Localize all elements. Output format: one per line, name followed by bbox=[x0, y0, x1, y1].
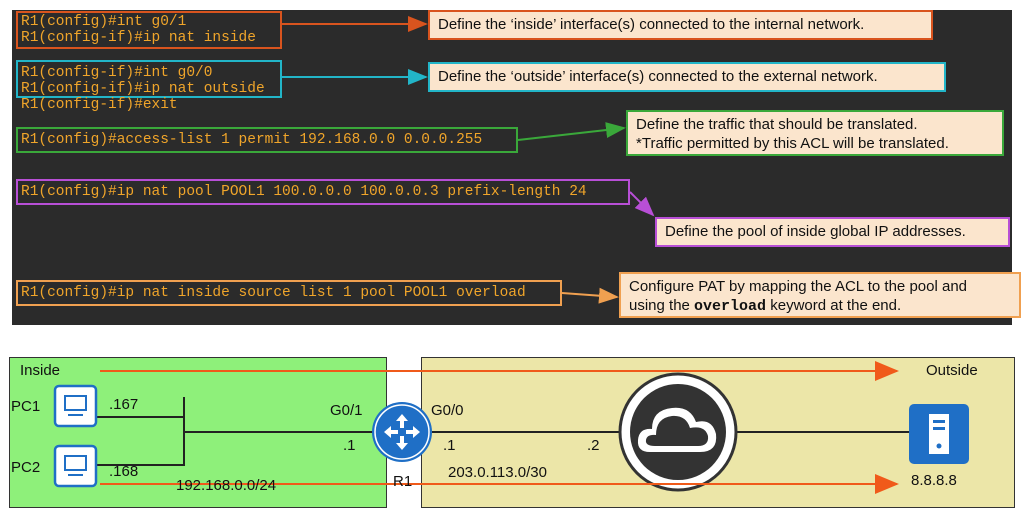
inside-config-box bbox=[16, 11, 282, 49]
note-pat-line2: using the overload keyword at the end. bbox=[629, 296, 1011, 316]
cmd-nat-pool: R1(config)#ip nat pool POOL1 100.0.0.0 1… bbox=[21, 184, 587, 200]
server-icon bbox=[909, 404, 969, 464]
cmd-nat-outside: R1(config-if)#ip nat outside bbox=[21, 81, 265, 97]
note-acl-line1: Define the traffic that should be transl… bbox=[636, 116, 918, 133]
arrow-acl bbox=[517, 122, 626, 141]
outside-label: Outside bbox=[926, 362, 978, 379]
note-pool: Define the pool of inside global IP addr… bbox=[655, 217, 1010, 247]
note-inside-text: Define the ‘inside’ interface(s) connect… bbox=[438, 16, 865, 33]
isp-ip: .2 bbox=[587, 437, 600, 454]
pat-config-box bbox=[16, 280, 562, 306]
router-icon bbox=[372, 402, 432, 462]
note-acl: Define the traffic that should be transl… bbox=[626, 110, 1004, 156]
r1-inside-ip: .1 bbox=[343, 437, 356, 454]
pc1-icon bbox=[53, 384, 98, 428]
note-pool-text: Define the pool of inside global IP addr… bbox=[665, 223, 966, 240]
server-ip: 8.8.8.8 bbox=[911, 472, 957, 489]
r1-g00-label: G0/0 bbox=[431, 402, 464, 419]
wan-subnet: 203.0.113.0/30 bbox=[448, 464, 547, 481]
pc1-label: PC1 bbox=[11, 398, 41, 415]
arrow-pool bbox=[629, 191, 655, 217]
note-pat: Configure PAT by mapping the ACL to the … bbox=[619, 272, 1021, 318]
cmd-int-g00: R1(config-if)#int g0/0 bbox=[21, 65, 213, 81]
cmd-int-g01: R1(config)#int g0/1 bbox=[21, 14, 187, 30]
cmd-nat-pat: R1(config)#ip nat inside source list 1 p… bbox=[21, 285, 526, 301]
note-outside: Define the ‘outside’ interface(s) connec… bbox=[428, 62, 946, 92]
pc1-ip: .167 bbox=[109, 396, 139, 413]
lan-subnet: 192.168.0.0/24 bbox=[176, 477, 277, 494]
acl-config-box bbox=[16, 127, 518, 153]
pc2-ip: .168 bbox=[109, 463, 139, 480]
cmd-exit: R1(config-if)#exit bbox=[21, 97, 178, 113]
r1-outside-ip: .1 bbox=[443, 437, 456, 454]
note-pat-pre: using the bbox=[629, 297, 695, 314]
note-pat-keyword: overload bbox=[694, 298, 767, 315]
pool-config-box bbox=[16, 179, 630, 205]
router-label: R1 bbox=[393, 473, 413, 490]
pc2-icon bbox=[53, 444, 98, 488]
arrow-pat bbox=[561, 287, 619, 304]
note-pat-post: keyword at the end. bbox=[766, 297, 902, 314]
cmd-nat-inside: R1(config-if)#ip nat inside bbox=[21, 30, 256, 46]
note-pat-line1: Configure PAT by mapping the ACL to the … bbox=[629, 278, 967, 295]
note-outside-text: Define the ‘outside’ interface(s) connec… bbox=[438, 68, 878, 85]
note-acl-line2: *Traffic permitted by this ACL will be t… bbox=[636, 135, 949, 152]
note-inside: Define the ‘inside’ interface(s) connect… bbox=[428, 10, 933, 40]
outside-config-box bbox=[16, 60, 282, 98]
inside-label: Inside bbox=[20, 362, 61, 379]
cloud-icon bbox=[618, 372, 738, 492]
r1-g01-label: G0/1 bbox=[330, 402, 363, 419]
cmd-access-list: R1(config)#access-list 1 permit 192.168.… bbox=[21, 132, 483, 148]
pc2-label: PC2 bbox=[11, 459, 41, 476]
